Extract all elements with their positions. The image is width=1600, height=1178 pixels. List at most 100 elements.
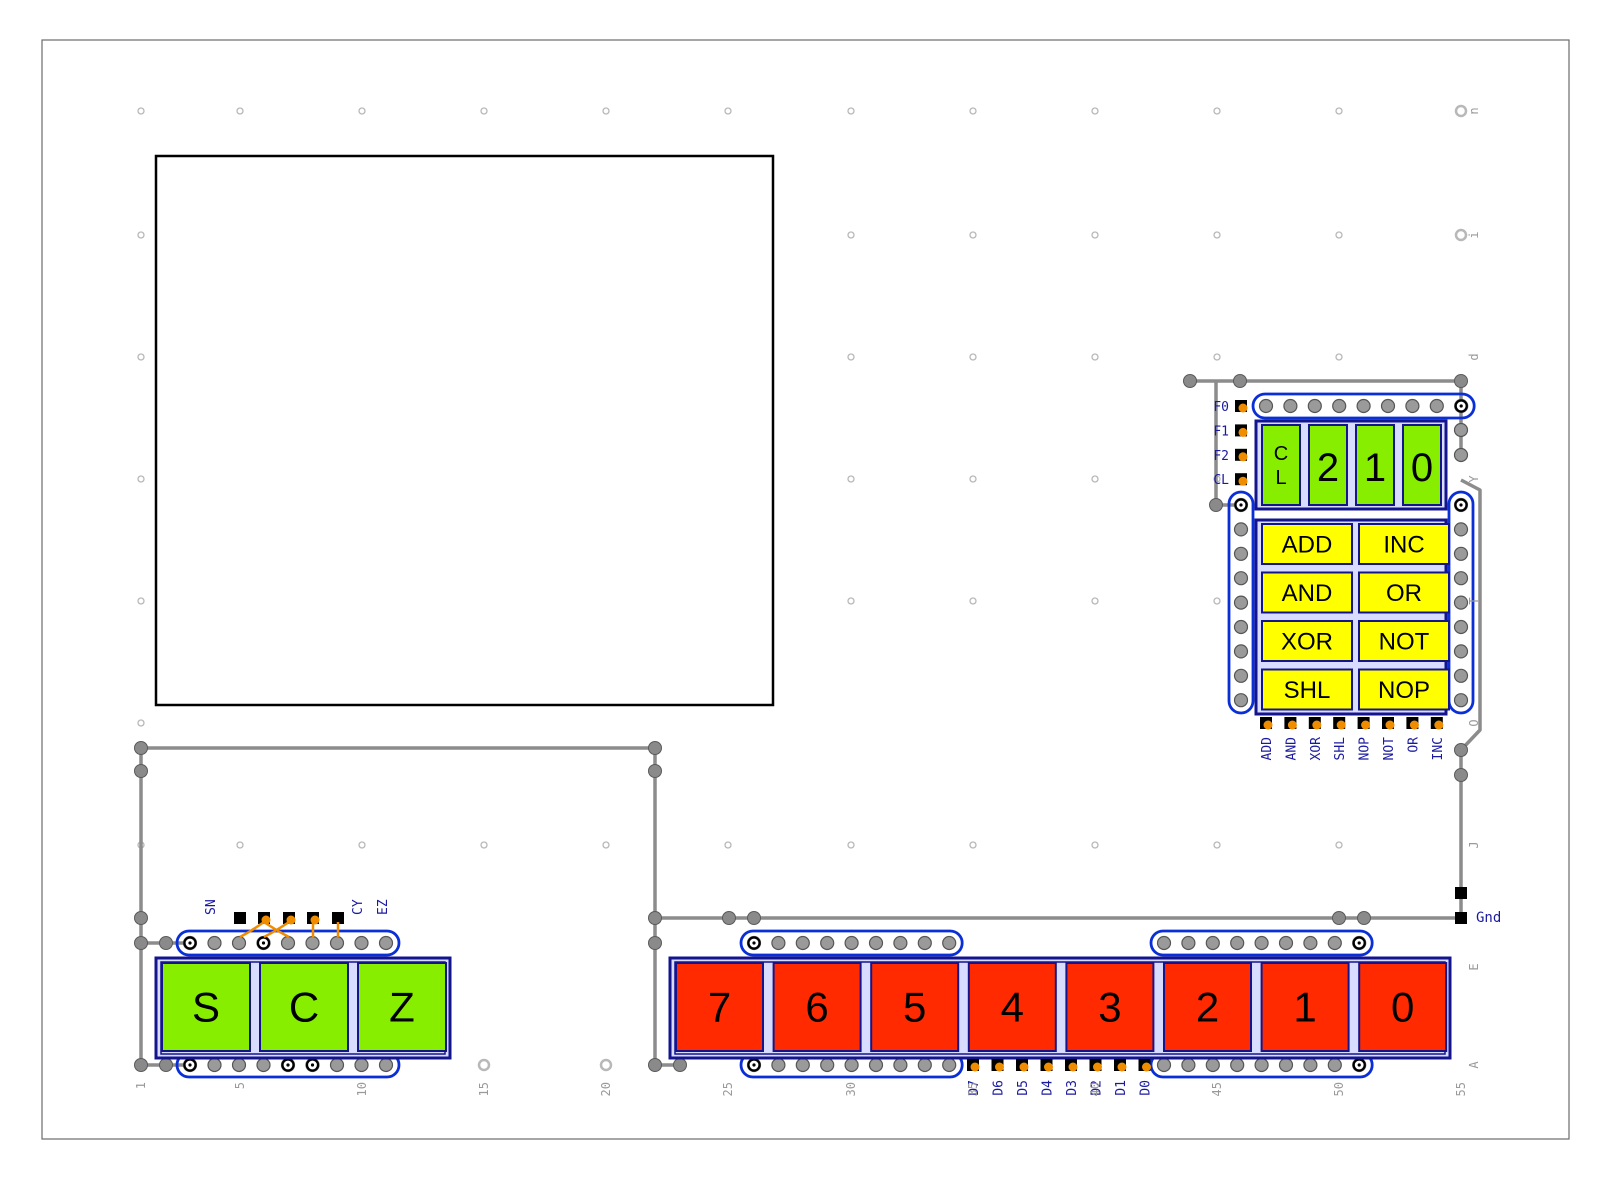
wire-endpoint (648, 741, 662, 755)
code-led (1402, 424, 1442, 506)
wire-endpoint (747, 911, 761, 925)
socket-outline (175, 929, 401, 957)
pad-solder (1409, 720, 1419, 730)
flag-led-c (259, 962, 349, 1052)
pin-hole (1278, 1057, 1294, 1073)
op-pin-label: SHL (1333, 737, 1348, 761)
pin-hole (1258, 398, 1274, 414)
pad-solder (1044, 1062, 1053, 1072)
pin-hole (917, 935, 932, 951)
grid-hole (602, 841, 610, 849)
pin-hole (329, 1057, 345, 1073)
column-number: 25 (721, 1082, 735, 1096)
column-number: 20 (599, 1082, 613, 1096)
row-letter: J (1467, 841, 1481, 848)
pad-solder (1238, 452, 1248, 462)
pin-hole (1327, 1057, 1342, 1073)
op-led-label: ADD (1282, 532, 1333, 559)
grid-hole (847, 231, 855, 239)
op-pin-label: NOP (1358, 737, 1373, 761)
pin-hole (1233, 595, 1249, 610)
op-led-or (1358, 571, 1450, 614)
pin-hole (1453, 693, 1469, 708)
func-input-label: CL (1213, 473, 1229, 488)
op-led-not (1358, 620, 1450, 662)
grid-hole (847, 597, 855, 605)
pin-hole (1205, 1057, 1220, 1073)
pin-hole (378, 1057, 394, 1073)
pad-solder (995, 1062, 1004, 1072)
grid-hole (1091, 475, 1099, 483)
pin-hole (1230, 935, 1245, 951)
pin-hole (893, 935, 908, 951)
header-pad (332, 912, 344, 924)
op-led-nop (1358, 668, 1450, 711)
grid-hole (1335, 353, 1343, 361)
header-pad (1455, 912, 1467, 924)
pad-solder (1238, 403, 1248, 413)
pin-hole (1327, 935, 1342, 951)
orange-link (239, 920, 265, 939)
op-led-label: SHL (1284, 677, 1331, 704)
pin-hole (354, 935, 369, 951)
func-input-label: F2 (1213, 449, 1229, 464)
op-led-xor (1261, 620, 1353, 662)
data-led-label: 1 (1293, 984, 1316, 1031)
grid-hole (1213, 597, 1221, 605)
wire-endpoint (648, 936, 662, 950)
pin-hole (1230, 1057, 1245, 1073)
pin-hole (1233, 619, 1249, 635)
op-led-and (1261, 571, 1353, 614)
flag-pin-label: SN (204, 899, 219, 915)
wire-endpoint (134, 1058, 148, 1072)
func-input-label: F0 (1213, 400, 1229, 415)
grid-hole (1091, 841, 1099, 849)
socket-outline (1251, 392, 1476, 420)
pin-hole (1233, 546, 1249, 561)
pin-hole (1156, 1057, 1172, 1073)
pin-hole (1233, 571, 1249, 586)
grid-hole (969, 353, 977, 361)
data-pin-label: D5 (1016, 1080, 1031, 1096)
wire-endpoint (673, 1058, 687, 1072)
grid-hole (1091, 597, 1099, 605)
op-pin-label: XOR (1309, 737, 1324, 761)
grid-hole (480, 841, 488, 849)
grid-hole (847, 475, 855, 483)
row-letter: n (1467, 107, 1481, 114)
pin-hole (231, 935, 247, 951)
pin-hole (1356, 398, 1371, 414)
pad-solder (1238, 476, 1248, 486)
data-led-4 (967, 962, 1057, 1052)
wire-endpoint (722, 911, 736, 925)
pin-hole (771, 1057, 786, 1073)
wire-endpoint (1233, 374, 1247, 388)
data-pin-label: D2 (1090, 1080, 1105, 1096)
wire-endpoint (159, 1058, 173, 1072)
grid-hole (1335, 231, 1343, 239)
grid-hole (137, 719, 145, 727)
wire-traces (134, 374, 1482, 1072)
op-led-label: INC (1383, 532, 1424, 559)
data-led-1 (1260, 962, 1350, 1052)
grid-hole (358, 841, 366, 849)
flag-pin-label: EZ (376, 899, 391, 915)
data-pin-label: D7 (967, 1080, 982, 1096)
grid-hole (1213, 231, 1221, 239)
grid-hole (724, 841, 732, 849)
op-led-shl (1261, 668, 1353, 711)
grid-hole (969, 841, 977, 849)
grid-hole-large (1454, 228, 1468, 242)
pin-hole (1233, 668, 1249, 683)
pad-solder (1019, 1062, 1029, 1072)
pin-hole-center (188, 941, 192, 945)
orange-link (263, 920, 290, 939)
op-led-label: AND (1282, 580, 1333, 607)
wire-endpoint (648, 764, 662, 778)
grid-hole (969, 107, 977, 115)
pin-hole (1453, 571, 1469, 586)
pin-hole (207, 1057, 222, 1073)
op-pin-label: OR (1406, 737, 1421, 753)
grid-hole (847, 353, 855, 361)
